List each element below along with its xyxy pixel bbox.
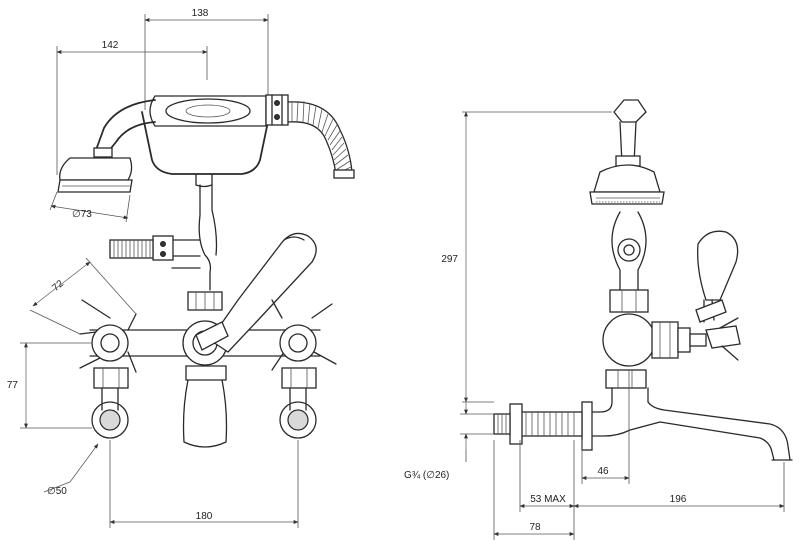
side-valve-lever <box>651 230 741 361</box>
dimension-label-77: 77 <box>7 380 19 391</box>
front-view: 138 142 <box>7 8 355 528</box>
diverter-outlet <box>109 235 201 269</box>
dimension-thread: G¾ (∅26) <box>404 398 494 481</box>
dimension-label-196: 196 <box>670 494 687 505</box>
cross-handle-right <box>271 299 337 439</box>
dimension-label-180: 180 <box>196 511 213 522</box>
side-top-clip <box>613 99 647 167</box>
lever-handle <box>195 232 317 353</box>
dimension-head-diameter: ∅73 <box>49 191 131 223</box>
dimension-handle-angle: 72 <box>29 257 137 335</box>
dimension-label-142: 142 <box>102 40 119 51</box>
dimension-centres: 180 <box>109 440 299 528</box>
dimension-label-53max: 53 MAX <box>530 494 566 505</box>
dimension-total-height: 297 <box>441 111 612 403</box>
shower-hose <box>287 100 355 179</box>
hand-shower-handle <box>149 94 289 127</box>
dimension-wall-max: 53 MAX <box>519 440 575 512</box>
dimension-handshower-offset: 142 <box>56 40 208 175</box>
dimension-label-138: 138 <box>192 8 209 19</box>
dimension-height: 77 <box>7 342 92 429</box>
dimension-handshower-width: 138 <box>144 8 269 110</box>
dimension-label-46: 46 <box>597 466 609 477</box>
hand-shower-cradle <box>141 111 271 291</box>
dimension-inlet-diameter: ∅50 <box>43 443 99 497</box>
dimension-wall-min: 78 <box>493 440 575 540</box>
side-shower-head <box>589 164 665 205</box>
dimension-spout-offset: 46 <box>581 370 630 484</box>
side-spout <box>581 387 793 461</box>
dimension-label-297: 297 <box>441 254 458 265</box>
hand-shower-head <box>57 99 156 193</box>
side-view: 297 G¾ (∅26) 46 53 MAX 196 <box>404 99 793 540</box>
dimension-label-72: 72 <box>50 278 66 294</box>
dimension-label-thread: G¾ (∅26) <box>404 470 449 481</box>
side-wall-connector <box>493 401 593 451</box>
dimension-spout-reach: 196 <box>573 462 785 512</box>
dimension-label-78: 78 <box>529 522 541 533</box>
dimension-label-d50: ∅50 <box>47 486 67 497</box>
dimension-label-d73: ∅73 <box>72 209 92 220</box>
side-body-column <box>602 211 656 389</box>
cross-handle-left <box>79 299 137 439</box>
